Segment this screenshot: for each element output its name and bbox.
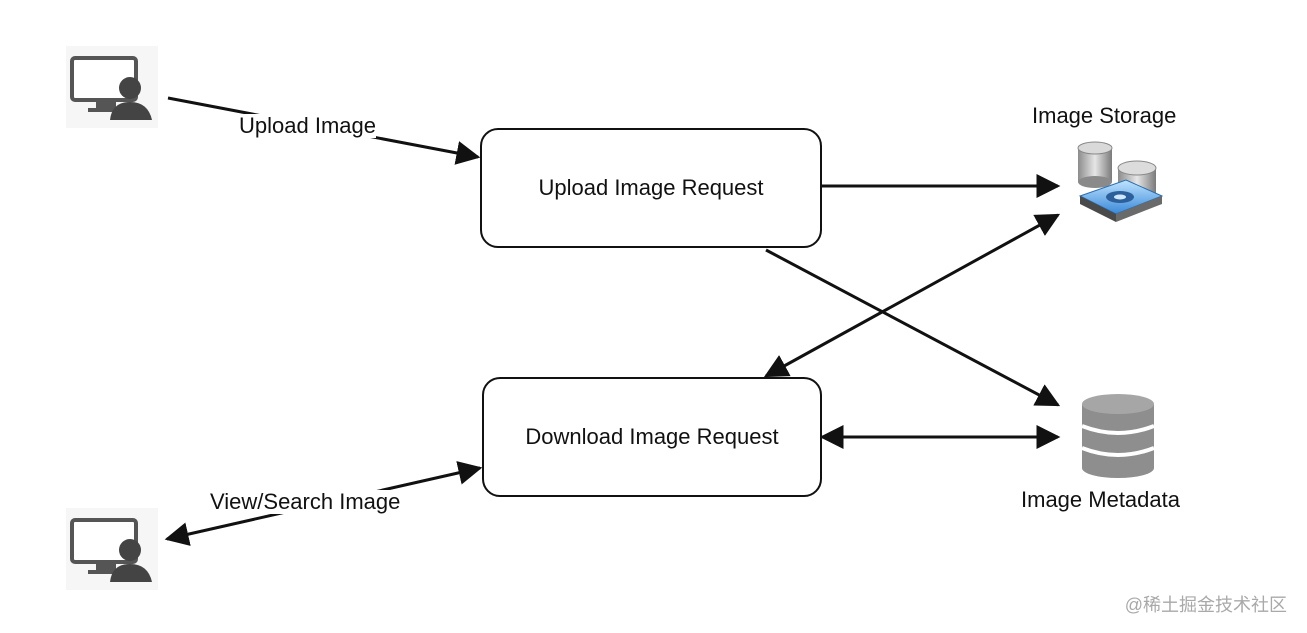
image-storage-label: Image Storage <box>1032 103 1177 128</box>
image-metadata-label: Image Metadata <box>1021 487 1180 512</box>
arrow-storage-download-bidirectional <box>763 213 1061 378</box>
download-image-request-label: Download Image Request <box>525 424 779 449</box>
upload-image-request-box: Upload Image Request <box>480 128 822 248</box>
disk-storage-icon <box>1070 140 1166 226</box>
view-search-image-edge-label: View/Search Image <box>210 489 401 514</box>
upload-image-edge-label: Upload Image <box>239 113 376 138</box>
user-computer-icon <box>66 46 158 128</box>
user-computer-icon <box>66 508 158 590</box>
upload-image-request-label: Upload Image Request <box>538 175 764 200</box>
watermark-text: @稀土掘金技术社区 <box>1124 595 1287 615</box>
database-icon <box>1078 392 1158 482</box>
download-image-request-box: Download Image Request <box>482 377 822 497</box>
